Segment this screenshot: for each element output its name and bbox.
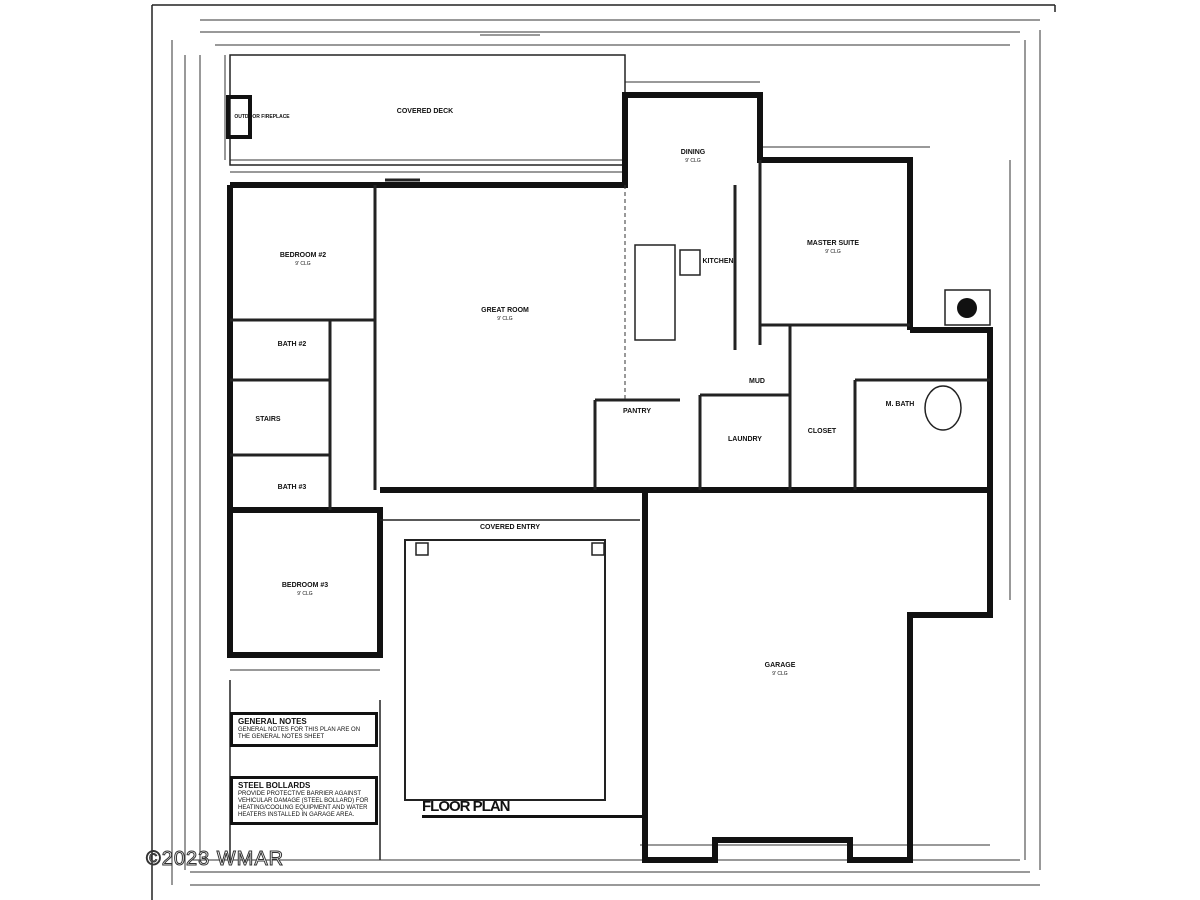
bollard-notes-box: STEEL BOLLARDS PROVIDE PROTECTIVE BARRIE…: [230, 776, 378, 825]
room-label-covered-entry: COVERED ENTRY: [479, 524, 541, 531]
room-label-laundry: LAUNDRY: [728, 436, 762, 443]
room-label-closet: CLOSET: [807, 428, 837, 435]
room-label-covered-deck: COVERED DECK: [396, 108, 454, 115]
room-label-bath-3: BATH #3: [277, 484, 307, 491]
general-notes-box: GENERAL NOTES GENERAL NOTES FOR THIS PLA…: [230, 712, 378, 747]
plan-title: FLOOR PLAN: [422, 798, 642, 818]
bollard-notes-title: STEEL BOLLARDS: [238, 781, 311, 790]
room-label-stairs: STAIRS: [255, 416, 281, 423]
bollard-notes-text: PROVIDE PROTECTIVE BARRIER AGAINST VEHIC…: [238, 791, 369, 818]
room-label-mud: MUD: [749, 378, 765, 385]
general-notes-text: GENERAL NOTES FOR THIS PLAN ARE ON THE G…: [238, 727, 361, 740]
watermark: ©2023 WMAR: [145, 848, 285, 871]
general-notes-title: GENERAL NOTES: [238, 717, 307, 726]
room-label-fireplace: OUTDOOR FIREPLACE: [234, 114, 290, 120]
room-label-bath-2: BATH #2: [277, 341, 307, 348]
room-label-master-bath: M. BATH: [885, 401, 915, 408]
room-label-pantry: PANTRY: [623, 408, 651, 415]
room-label-kitchen: KITCHEN: [702, 258, 734, 265]
